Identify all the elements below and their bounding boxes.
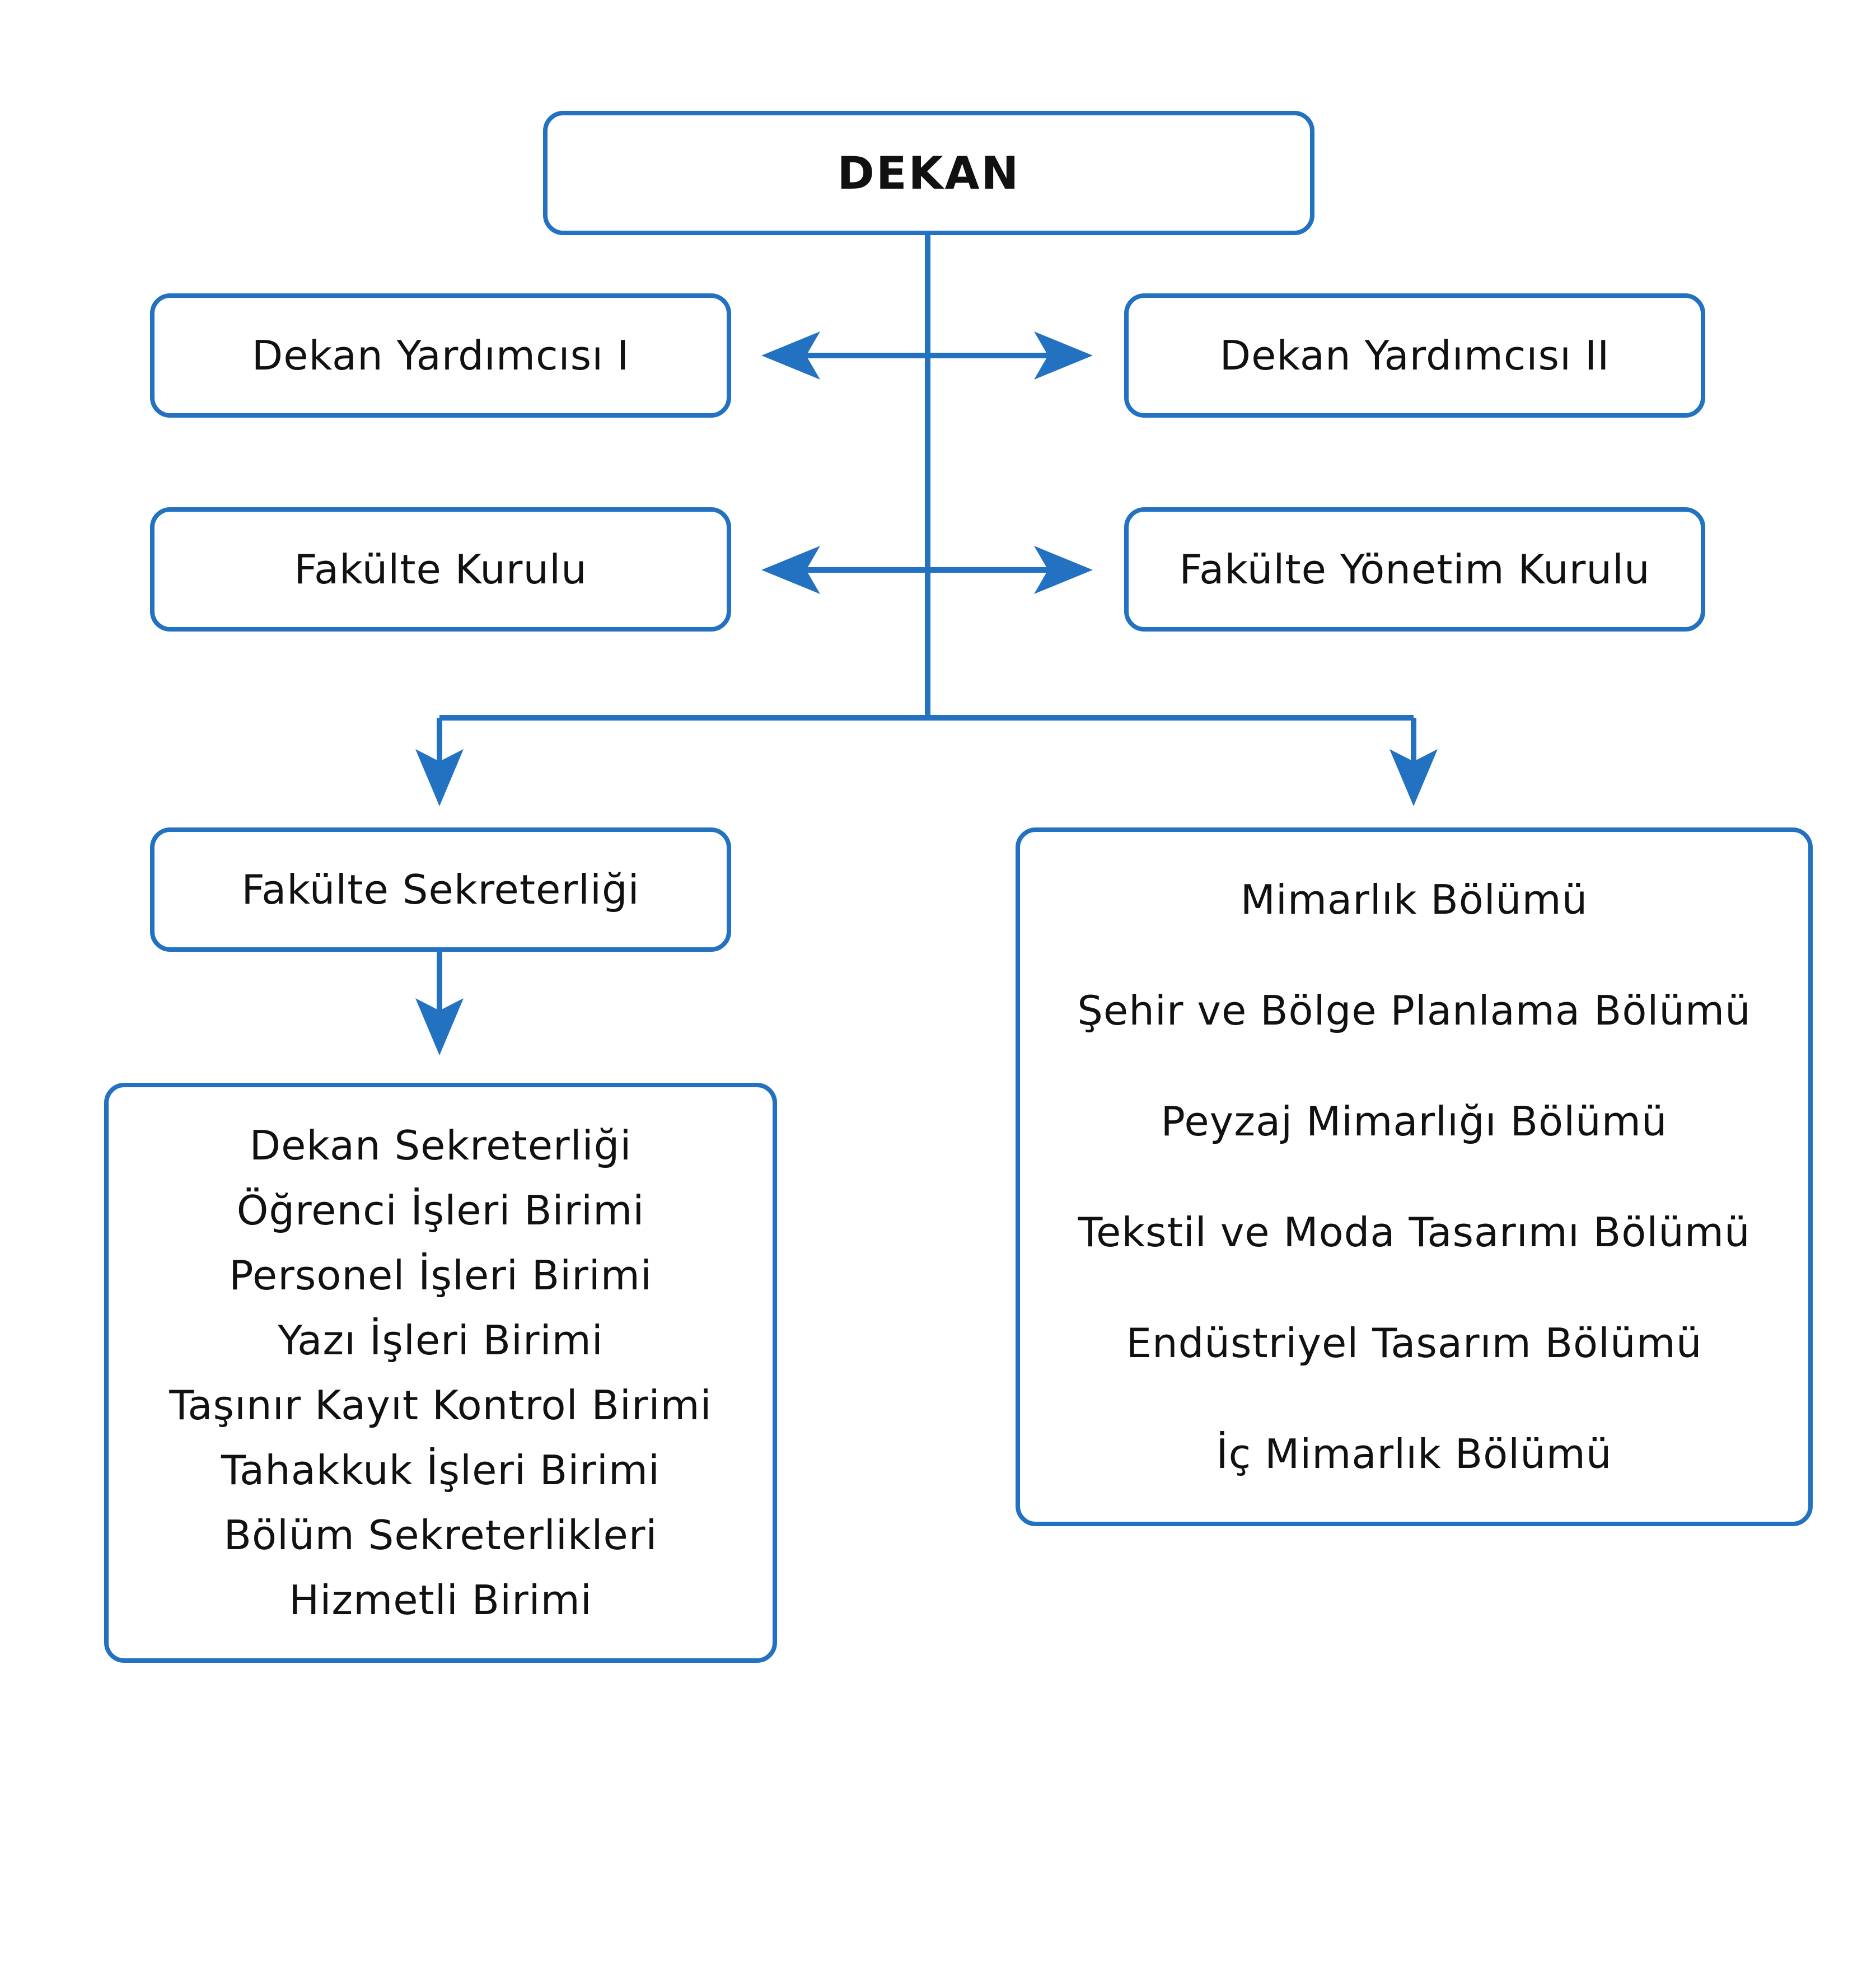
vice-dean-1-box: Dekan Yardımcısı I xyxy=(150,293,731,418)
arrow-down-icon xyxy=(415,998,464,1055)
faculty-secretariat-label: Fakülte Sekreterliği xyxy=(241,866,640,913)
arrow-down-icon xyxy=(415,749,464,806)
list-item: Dekan Sekreterliği xyxy=(249,1122,632,1169)
list-item: Personel İşleri Birimi xyxy=(229,1252,652,1299)
vice-dean-2-box: Dekan Yardımcısı II xyxy=(1124,293,1705,418)
list-item: Peyzaj Mimarlığı Bölümü xyxy=(1161,1098,1668,1145)
secretariat-units-box: Dekan Sekreterliği Öğrenci İşleri Birimi… xyxy=(104,1083,777,1663)
list-item: Tahakkuk İşleri Birimi xyxy=(221,1447,660,1494)
arrow-down-icon xyxy=(1390,749,1438,806)
arrow-right-icon xyxy=(1034,331,1093,380)
vice-dean-2-label: Dekan Yardımcısı II xyxy=(1219,332,1610,379)
departments-box: Mimarlık Bölümü Şehir ve Bölge Planlama … xyxy=(1016,827,1813,1526)
faculty-executive-board-box: Fakülte Yönetim Kurulu xyxy=(1124,507,1705,632)
faculty-executive-board-label: Fakülte Yönetim Kurulu xyxy=(1179,546,1650,593)
list-item: Şehir ve Bölge Planlama Bölümü xyxy=(1077,987,1751,1034)
list-item: Yazı İşleri Birimi xyxy=(278,1317,603,1364)
list-item: Endüstriyel Tasarım Bölümü xyxy=(1126,1320,1702,1367)
arrow-left-icon xyxy=(761,331,820,380)
vice-dean-1-label: Dekan Yardımcısı I xyxy=(251,332,630,379)
list-item: Bölüm Sekreterlikleri xyxy=(223,1512,658,1559)
dean-label: DEKAN xyxy=(837,147,1021,199)
list-item: Öğrenci İşleri Birimi xyxy=(236,1187,645,1234)
list-item: Tekstil ve Moda Tasarımı Bölümü xyxy=(1078,1209,1751,1256)
faculty-secretariat-box: Fakülte Sekreterliği xyxy=(150,827,731,952)
list-item: Hizmetli Birimi xyxy=(289,1577,592,1624)
dean-box: DEKAN xyxy=(543,111,1314,235)
list-item: Taşınır Kayıt Kontrol Birimi xyxy=(169,1382,712,1429)
list-item: İç Mimarlık Bölümü xyxy=(1216,1430,1612,1477)
arrow-left-icon xyxy=(761,546,820,594)
list-item: Mimarlık Bölümü xyxy=(1240,876,1588,923)
faculty-board-label: Fakülte Kurulu xyxy=(294,546,587,593)
faculty-board-box: Fakülte Kurulu xyxy=(150,507,731,632)
arrow-right-icon xyxy=(1034,546,1093,594)
